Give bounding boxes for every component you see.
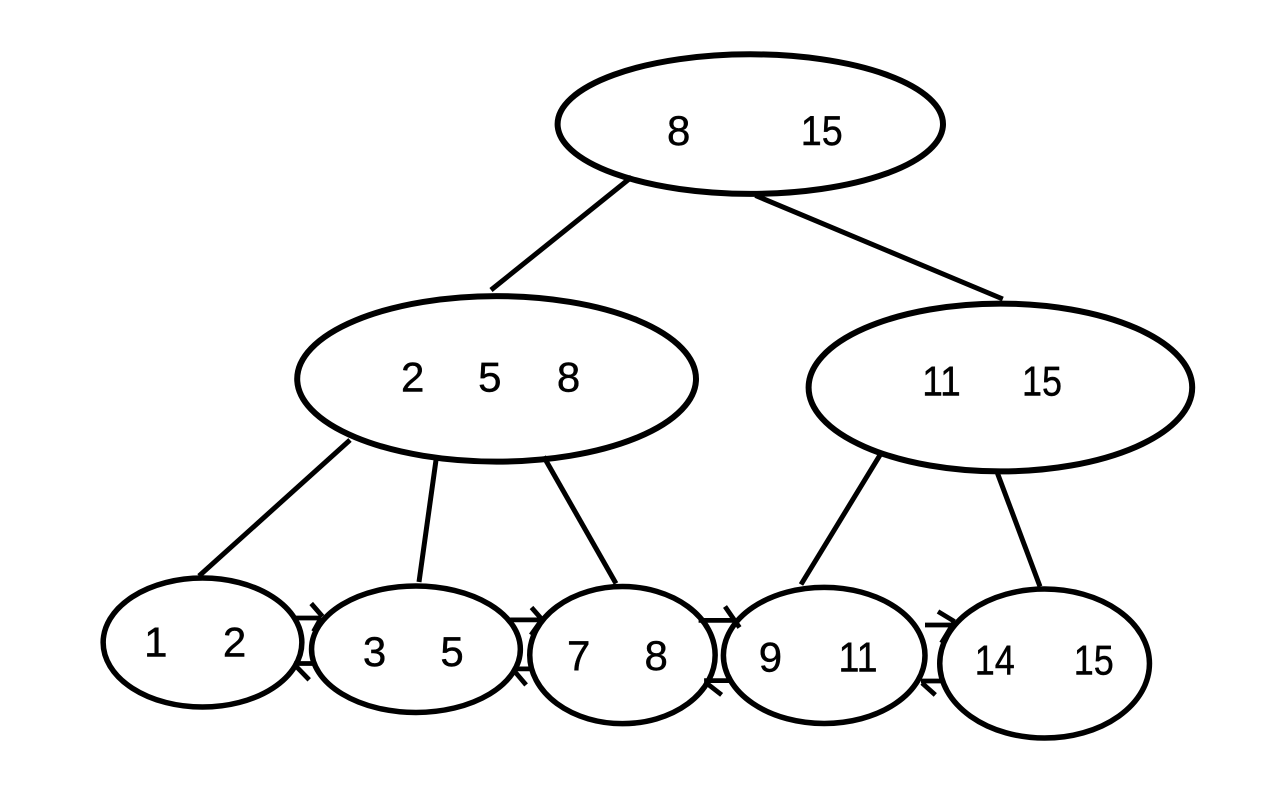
svg-text:8: 8 [667,107,690,154]
svg-text:15: 15 [1074,637,1114,684]
svg-text:7: 7 [567,632,590,679]
svg-text:1: 1 [144,619,167,666]
svg-text:9: 9 [759,634,782,681]
svg-text:11: 11 [922,358,961,405]
svg-text:2: 2 [223,619,246,666]
svg-text:8: 8 [557,354,580,401]
svg-text:3: 3 [363,628,386,675]
svg-text:5: 5 [440,628,463,675]
svg-text:11: 11 [839,634,878,681]
svg-text:15: 15 [801,107,843,154]
svg-text:15: 15 [1022,358,1062,405]
svg-text:5: 5 [478,354,501,401]
svg-text:2: 2 [401,354,424,401]
svg-text:8: 8 [645,632,668,679]
svg-text:14: 14 [975,637,1015,684]
